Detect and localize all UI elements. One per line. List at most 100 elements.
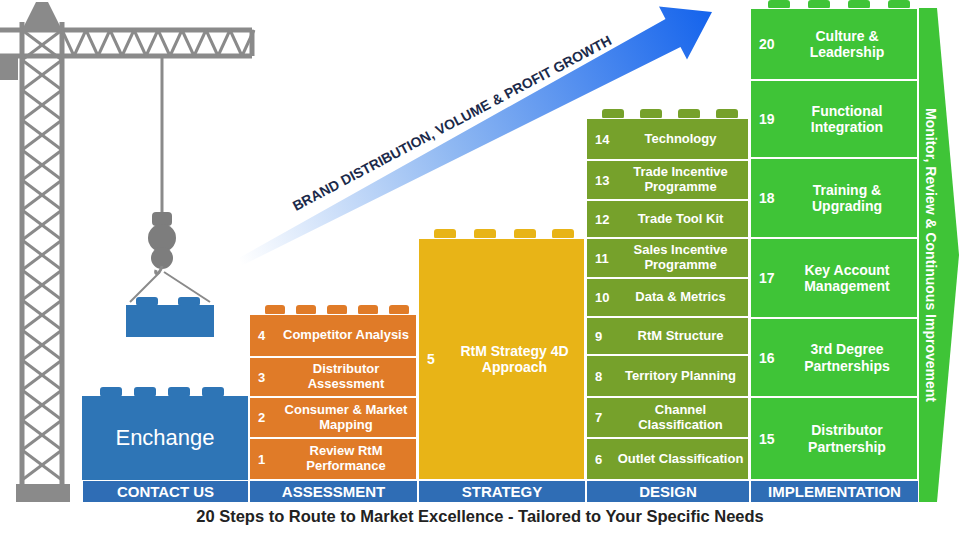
crane-brace <box>22 270 62 300</box>
crane-brace <box>22 360 62 390</box>
step-number: 3 <box>258 370 280 385</box>
crane-brace <box>22 300 62 330</box>
column-panel: STRATEGY 5RtM Strategy 4D Approach <box>418 238 585 502</box>
crane-brace <box>22 240 62 270</box>
step-number: 20 <box>759 36 781 52</box>
step-box: 14Technology <box>586 118 749 160</box>
step-box: 5RtM Strategy 4D Approach <box>418 238 585 480</box>
crane-brace <box>242 30 254 56</box>
brand-logo: Enchange <box>115 425 214 451</box>
crane-brace <box>22 450 62 480</box>
step-number: 2 <box>258 410 280 425</box>
step-number: 1 <box>258 452 280 467</box>
step-name: Review RtM Performance <box>280 444 412 474</box>
step-number: 7 <box>595 410 617 425</box>
crane-brace <box>134 30 146 56</box>
step-number: 13 <box>595 173 617 188</box>
crane-brace <box>22 30 62 60</box>
step-name: Distributor Assessment <box>280 362 412 392</box>
step-number: 19 <box>759 111 781 127</box>
step-box: 2Consumer & Market Mapping <box>249 397 417 438</box>
column-panel: ASSESSMENT 1Review RtM Performance 2Consum… <box>249 314 417 502</box>
step-box: 17Key Account Management <box>750 238 918 318</box>
step-number: 18 <box>759 190 781 206</box>
crane-illustration <box>0 2 254 502</box>
crane-brace <box>230 30 242 56</box>
step-name: Trade Incentive Programme <box>617 165 744 195</box>
monitor-arrow: Monitor, Review & Continuous Improvement <box>919 8 959 502</box>
caption: 20 Steps to Route to Market Excellence -… <box>0 507 960 526</box>
step-name: Trade Tool Kit <box>617 212 744 227</box>
step-name: 3rd Degree Partnerships <box>781 341 913 373</box>
step-name: Channel Classification <box>617 403 744 433</box>
step-number: 16 <box>759 350 781 366</box>
stage-band: STRATEGY <box>418 480 585 502</box>
crane-brace <box>22 150 62 180</box>
crane-brace <box>22 150 62 180</box>
step-box: 20Culture & Leadership <box>750 8 918 80</box>
stage-band: ASSESSMENT <box>249 480 417 502</box>
crane-brace <box>22 390 62 420</box>
step-box: 9RtM Structure <box>586 317 749 355</box>
column-panel: CONTACT US Enchange <box>82 396 248 502</box>
step-box: 8Territory Planning <box>586 355 749 397</box>
crane-brace <box>74 30 86 56</box>
step-number: 14 <box>595 132 617 147</box>
step-box: 10Data & Metrics <box>586 278 749 317</box>
step-name: Culture & Leadership <box>781 28 913 60</box>
crane-brace <box>206 30 218 56</box>
column-panel: IMPLEMENTATION15Distributor Partnership1… <box>750 8 918 502</box>
crane-brace <box>22 330 62 360</box>
crane-brace <box>158 30 170 56</box>
stage-band: CONTACT US <box>82 480 248 502</box>
crane-brace <box>122 30 134 56</box>
stage-heading: STRATEGY <box>462 483 543 500</box>
step-box: 163rd Degree Partnerships <box>750 318 918 397</box>
crane-brace <box>22 180 62 210</box>
stage-heading: DESIGN <box>639 483 697 500</box>
crane-brace <box>98 30 110 56</box>
crane-brace <box>22 360 62 390</box>
stage-band: DESIGN <box>586 480 749 502</box>
crane-brace <box>182 30 194 56</box>
crane-brace <box>22 90 62 120</box>
step-box: 13Trade Incentive Programme <box>586 160 749 200</box>
step-number: 4 <box>258 328 280 343</box>
crane-brace <box>22 330 62 360</box>
step-number: 12 <box>595 212 617 227</box>
step-name: Consumer & Market Mapping <box>280 403 412 433</box>
crane-brace <box>22 120 62 150</box>
crane-brace <box>22 180 62 210</box>
step-number: 17 <box>759 270 781 286</box>
stage-heading: IMPLEMENTATION <box>768 483 901 500</box>
step-box: 19Functional Integration <box>750 80 918 158</box>
crane-brace <box>110 30 122 56</box>
step-box: 7Channel Classification <box>586 397 749 438</box>
step-number: 8 <box>595 369 617 384</box>
step-name: Territory Planning <box>617 369 744 384</box>
step-name: Technology <box>617 132 744 147</box>
arrow-shape <box>919 8 959 502</box>
crane-brace <box>22 240 62 270</box>
step-number: 9 <box>595 329 617 344</box>
crane-brace <box>22 420 62 450</box>
step-name: Training & Upgrading <box>781 182 913 214</box>
step-box: 3Distributor Assessment <box>249 357 417 397</box>
crane-brace <box>22 390 62 420</box>
step-box: 12Trade Tool Kit <box>586 200 749 238</box>
crane-brace <box>22 210 62 240</box>
step-name: RtM Structure <box>617 329 744 344</box>
crane-brace <box>62 30 74 56</box>
step-name: Sales Incentive Programme <box>617 243 744 273</box>
step-number: 6 <box>595 452 617 467</box>
crane-brace <box>194 30 206 56</box>
step-name: Outlet Classification <box>617 452 744 467</box>
step-name: Data & Metrics <box>617 290 744 305</box>
logo-block: Enchange <box>82 396 248 480</box>
step-name: Key Account Management <box>781 262 913 294</box>
crane-brace <box>22 60 62 90</box>
crane-brace <box>218 30 230 56</box>
crane-brace <box>22 300 62 330</box>
crane-brace <box>22 30 62 60</box>
step-number: 10 <box>595 290 617 305</box>
